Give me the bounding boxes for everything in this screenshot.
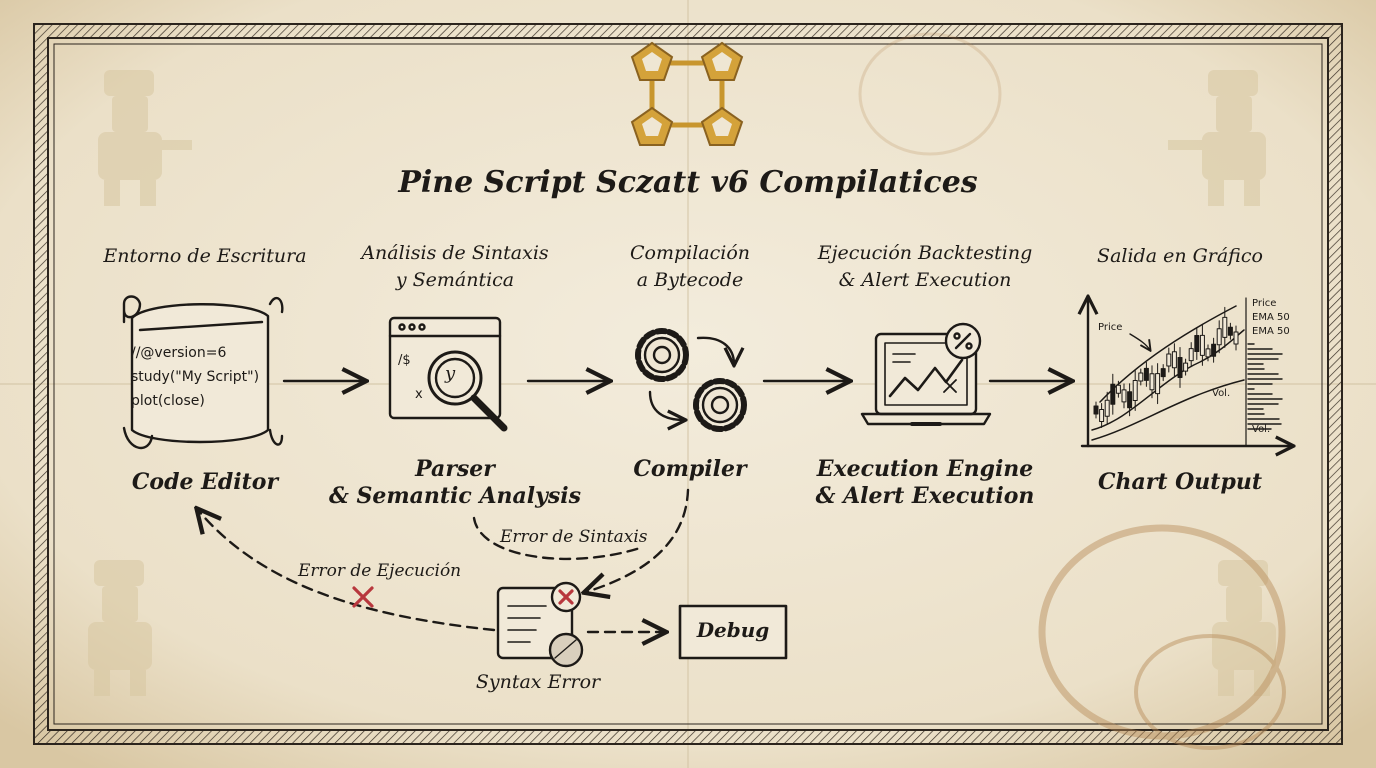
stage-label-parser-line2: y Semántica [395, 269, 515, 291]
error-mark-icon [352, 586, 574, 608]
chart-legend-ema-1: EMA 50 [1252, 312, 1290, 323]
candle-body [1132, 379, 1138, 401]
code-line-1: //@version=6 [131, 345, 227, 361]
candle-body [1138, 372, 1144, 382]
candlestick-series [1093, 306, 1239, 428]
candle-body [1188, 348, 1194, 362]
mark-glyph: x [415, 387, 423, 402]
price-chart-icon [1082, 298, 1292, 446]
candle-body [1160, 368, 1166, 378]
chart-legend-price: Price [1252, 298, 1277, 309]
candle-body [1183, 362, 1189, 372]
price-annotation-arrow [1129, 333, 1150, 350]
stage-name-engine-line2: & Alert Execution [815, 483, 1035, 509]
stage-name-chart: Chart Output [1097, 469, 1263, 495]
candle-body [1099, 408, 1105, 422]
coffee-stain [858, 32, 1286, 750]
decorative-figure-icon [88, 70, 1276, 696]
stage-name-editor: Code Editor [131, 469, 279, 495]
stage-label-editor: Entorno de Escritura [103, 245, 307, 267]
stage-label-chart: Salida en Gráfico [1097, 245, 1263, 267]
stage-label-compiler-line2: a Bytecode [636, 269, 744, 291]
candle-body [1155, 373, 1161, 395]
candle-body [1143, 367, 1149, 381]
diagram-title: Pine Script Sczatt v6 Compilatices [398, 165, 978, 200]
gears-icon [635, 328, 747, 432]
chart-volume-label: Vol. [1212, 388, 1231, 399]
candle-body [1110, 383, 1116, 405]
candle-body [1227, 326, 1233, 336]
volume-profile [1247, 343, 1283, 430]
stage-label-parser-line1: Análisis de Sintaxis [361, 242, 549, 264]
scroll-icon [122, 295, 284, 450]
candle-body [1194, 335, 1200, 353]
stage-name-engine-line1: Execution Engine [816, 456, 1034, 482]
syntax-error-caption: Syntax Error [475, 671, 601, 693]
code-line-2: study("My Script") [131, 369, 260, 385]
stage-name-parser-line2: & Semantic Analysis [328, 483, 582, 509]
prompt-glyph: /$ [398, 353, 411, 368]
syntax-error-label: Error de Sintaxis [500, 527, 648, 547]
candle-body [1171, 351, 1177, 369]
candle-body [1104, 399, 1110, 417]
magnifier-icon [427, 350, 508, 432]
stage-label-compiler-line1: Compilación [629, 242, 751, 264]
stage-name-parser-line1: Parser [415, 456, 495, 482]
chart-volume-axis-label: Vol. [1252, 424, 1271, 435]
laptop-chart-icon [860, 322, 992, 426]
candle-body [1115, 384, 1121, 394]
candle-body [1233, 331, 1239, 345]
candle-body [1127, 391, 1133, 409]
candle-body [1166, 353, 1172, 367]
syntax-error-curve [472, 516, 642, 561]
candle-body [1177, 356, 1183, 378]
candle-body [1121, 389, 1127, 403]
syntax-error-arrow [586, 488, 690, 592]
runtime-error-label: Error de Ejecución [298, 561, 462, 581]
debug-label: Debug [696, 618, 770, 642]
candle-body [1216, 328, 1222, 346]
candle-body [1149, 373, 1155, 391]
runtime-error-arrow [198, 510, 496, 632]
stage-label-engine-line1: Ejecución Backtesting [817, 242, 1033, 264]
pentagon-network-logo [630, 41, 744, 146]
candle-body [1093, 405, 1099, 415]
debug-box [678, 604, 788, 660]
lens-glyph: y [445, 363, 456, 384]
chart-price-annotation: Price [1098, 322, 1123, 333]
stage-name-compiler: Compiler [633, 456, 747, 482]
candle-body [1205, 348, 1211, 358]
stage-label-engine-line2: & Alert Execution [838, 269, 1012, 291]
code-line-3: plot(close) [131, 393, 205, 409]
chart-legend-ema-2: EMA 50 [1252, 326, 1290, 337]
hatched-frame [33, 23, 1343, 745]
candle-body [1199, 334, 1205, 356]
candle-body [1222, 316, 1228, 338]
candle-body [1211, 343, 1217, 357]
